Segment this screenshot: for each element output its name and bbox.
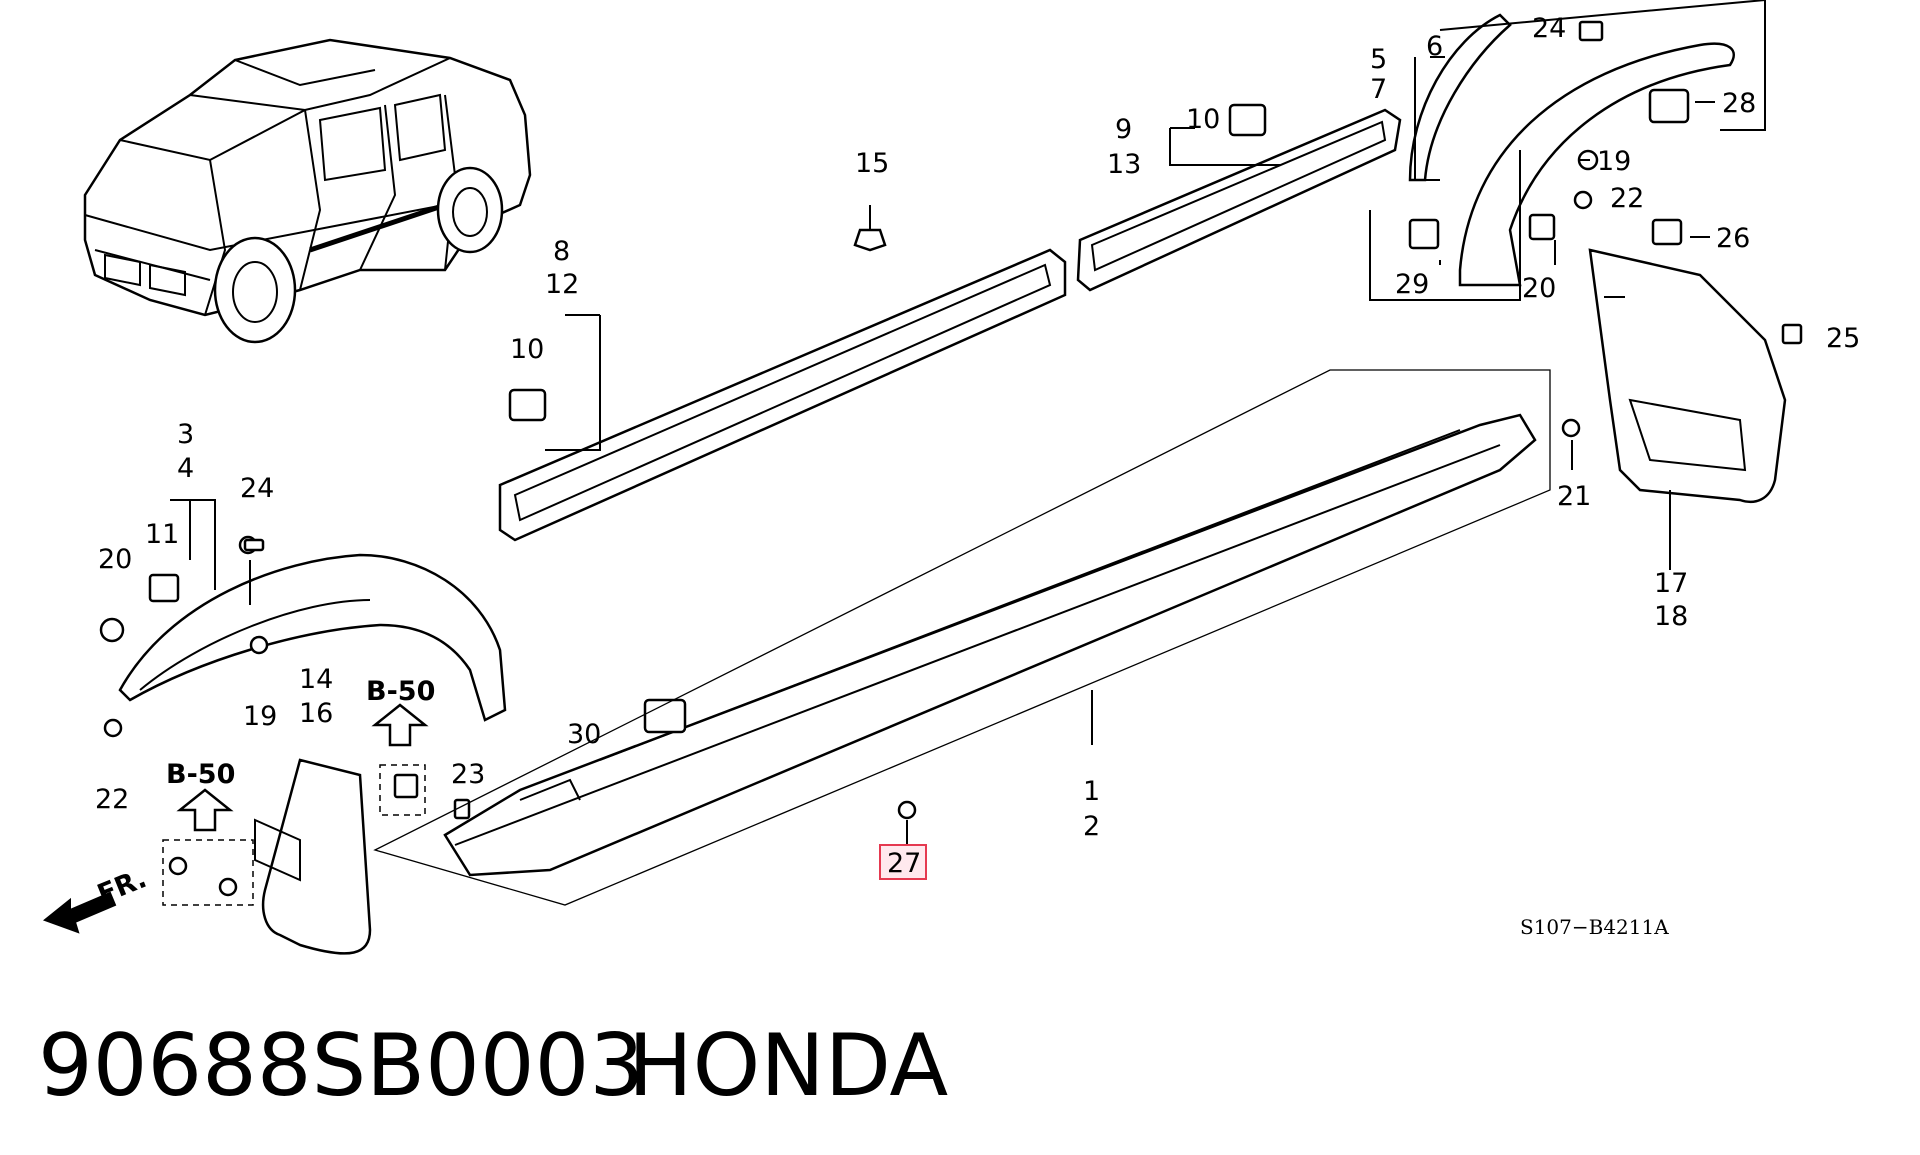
callout-label: 11 [145,519,179,550]
callout-label: 21 [1557,481,1591,512]
brand-name: HONDA [628,1016,948,1116]
callout-label: 5 [1370,44,1387,75]
callouts: 1 2 3 4 5 6 7 8 9 10 10 11 12 13 14 15 1… [95,13,1860,880]
callout-label: 8 [553,236,570,267]
callout-label: 19 [1597,146,1631,177]
callout-label: 10 [1186,104,1220,135]
view-ref-label: B-50 [366,676,435,707]
callout-label: 29 [1395,269,1429,300]
front-mud-guard [254,758,372,955]
rear-door-molding [1076,108,1402,292]
front-door-molding [498,248,1067,542]
callout-label: 22 [95,784,129,815]
callout-label: 12 [545,269,579,300]
reference-lines [162,0,1766,906]
callout-label: 4 [177,453,194,484]
fastener-parts [99,20,1803,897]
front-arrow-label: FR. [93,863,151,910]
callout-label: 28 [1722,88,1756,119]
callout-label: 20 [1522,273,1556,304]
front-fender-flare [118,553,507,722]
callout-label: 3 [177,419,194,450]
callout-label: 15 [855,148,889,179]
view-ref-label: B-50 [166,759,235,790]
callout-label-highlighted: 27 [887,848,921,879]
rear-fender-flare [1458,42,1735,287]
callout-label: 16 [299,698,333,729]
callout-label: 22 [1610,183,1644,214]
callout-label: 19 [243,701,277,732]
callout-label: 6 [1426,31,1443,62]
part-number: 90688SB0003 [38,1016,644,1116]
callout-label: 24 [240,473,274,504]
callout-label: 23 [451,759,485,790]
rear-flare-seal [1408,13,1512,182]
callout-label: 17 [1654,568,1688,599]
highlight-box [879,844,927,880]
callout-label: 20 [98,544,132,575]
callout-label: 30 [567,719,601,750]
front-direction-arrow: FR. [42,863,151,934]
vehicle-illustration [83,38,532,344]
callout-label: 2 [1083,811,1100,842]
view-ref-arrows [176,703,429,832]
callout-label: 18 [1654,601,1688,632]
callout-label: 9 [1115,114,1132,145]
callout-label: 14 [299,664,333,695]
rear-mud-guard [1588,248,1787,504]
callout-label: 10 [510,334,544,365]
callout-label: 7 [1370,74,1387,105]
callout-label: 26 [1716,223,1750,254]
side-sill-garnish [443,413,1537,877]
callout-label: 1 [1083,776,1100,807]
callout-label: 25 [1826,323,1860,354]
callout-label: 13 [1107,149,1141,180]
callout-label: 24 [1532,13,1566,44]
drawing-code: S107−B4211A [1520,915,1669,939]
